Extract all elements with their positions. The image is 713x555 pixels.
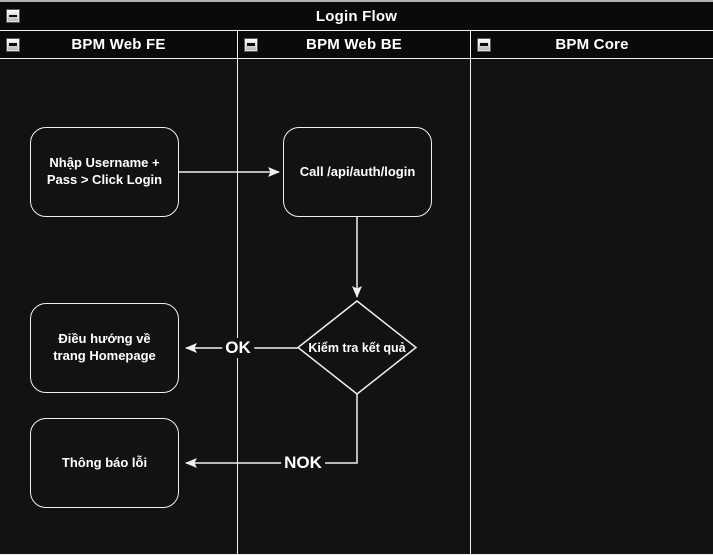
edge-label-nok[interactable]: NOK	[281, 453, 325, 473]
node-enter-credentials[interactable]: Nhập Username + Pass > Click Login	[30, 127, 179, 217]
minus-glyph	[9, 14, 17, 18]
collapse-minus-icon[interactable]	[477, 37, 491, 52]
decision-label[interactable]: Kiểm tra kết quả	[308, 341, 406, 355]
node-label: Thông báo lỗi	[61, 454, 148, 470]
node-call-login-api[interactable]: Call /api/auth/login	[283, 127, 432, 217]
collapse-minus-icon[interactable]	[6, 37, 20, 52]
lane-body-bpm-core	[471, 59, 713, 554]
canvas-top-edge	[0, 0, 713, 2]
node-label: Điều hướng về trang Homepage	[53, 331, 156, 363]
minus-glyph	[247, 43, 255, 46]
edge-label-ok[interactable]: OK	[222, 338, 254, 358]
pool-title-bar[interactable]: Login Flow	[0, 2, 713, 31]
lane-header-bpm-core[interactable]: BPM Core	[471, 31, 713, 58]
collapse-minus-icon[interactable]	[244, 37, 258, 52]
pool-title: Login Flow	[315, 7, 398, 25]
collapse-minus-icon[interactable]	[6, 9, 20, 23]
node-redirect-homepage[interactable]: Điều hướng về trang Homepage	[30, 303, 179, 393]
lane-header-bpm-web-fe[interactable]: BPM Web FE	[0, 31, 238, 58]
lane-label: BPM Web BE	[306, 36, 402, 53]
lane-label: BPM Web FE	[71, 36, 166, 53]
node-error-message[interactable]: Thông báo lỗi	[30, 418, 179, 508]
lane-header-bpm-web-be[interactable]: BPM Web BE	[238, 31, 471, 58]
node-label: Call /api/auth/login	[299, 163, 416, 179]
lane-header-row: BPM Web FE BPM Web BE BPM Core	[0, 31, 713, 59]
minus-glyph	[9, 43, 17, 46]
lane-label: BPM Core	[555, 36, 629, 53]
minus-glyph	[480, 43, 488, 46]
node-label: Nhập Username + Pass > Click Login	[46, 155, 163, 187]
